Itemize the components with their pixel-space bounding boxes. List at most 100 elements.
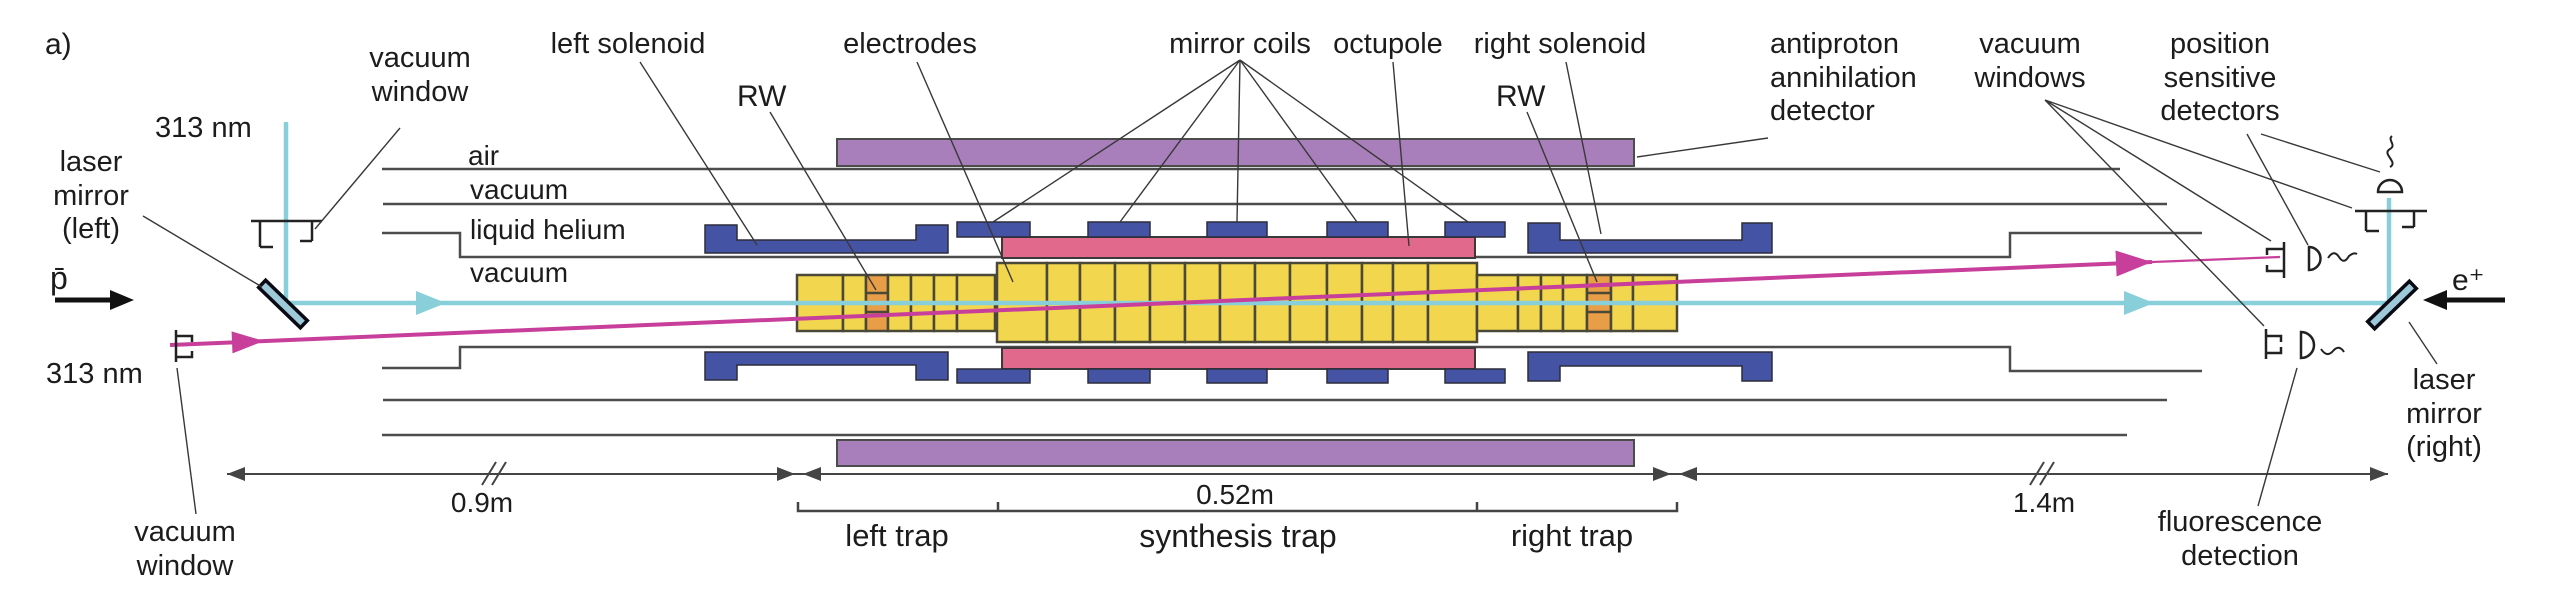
octupole-bars xyxy=(1001,236,1476,370)
mirror-coil xyxy=(1444,221,1506,238)
laser-mirror-left xyxy=(256,277,310,331)
dim-arrow-left-end xyxy=(227,467,245,481)
panel-tag: a) xyxy=(45,28,72,61)
fluorescence-label: fluorescence detection xyxy=(2157,506,2323,572)
solenoids xyxy=(704,222,1773,382)
dimension-09m: 0.9m xyxy=(450,487,514,518)
electrodes-label: electrodes xyxy=(843,28,977,60)
vacuum-windows-label: vacuum windows xyxy=(1974,28,2086,94)
octupole-label: octupole xyxy=(1333,28,1443,60)
detector-bar-top xyxy=(836,138,1635,167)
layer-vacuum-outer-label: vacuum xyxy=(470,174,569,205)
leader-right-solenoid xyxy=(1565,61,1602,235)
mirror-coil xyxy=(1444,368,1506,384)
leader-position-detectors xyxy=(2246,133,2381,246)
laser-mirror-right xyxy=(2365,278,2419,332)
dim-arrow-right-end xyxy=(2370,467,2388,481)
pbar-label: p̄ xyxy=(50,260,68,296)
cyan-beam-arrow-right xyxy=(2124,291,2154,315)
vacuum-window-beam-right-icon xyxy=(2265,242,2286,278)
position-detector-icon xyxy=(2307,245,2322,272)
layer-vacuum-inner-label: vacuum xyxy=(470,257,569,288)
vacuum-window-symbols xyxy=(174,209,2427,362)
vacuum-window-top-right-icon xyxy=(2355,209,2427,233)
eplus-label: e⁺ xyxy=(2452,264,2485,297)
vacuum-window-bottom-left-icon xyxy=(174,330,194,362)
left-solenoid-label: left solenoid xyxy=(550,28,706,60)
rw-right-label: RW xyxy=(1496,80,1546,113)
leader-octupole xyxy=(1392,61,1410,247)
laser-beam-cyan xyxy=(283,122,2392,315)
leader-lines xyxy=(142,59,2438,515)
leader-vacuum-window-bottom xyxy=(176,367,197,515)
mirror-coil xyxy=(1206,221,1268,238)
leader-laser-mirror-left xyxy=(142,215,263,288)
left-solenoid-bottom xyxy=(704,351,949,381)
leader-rw-left xyxy=(769,111,877,291)
leader-laser-mirror-right xyxy=(2408,321,2438,365)
vacuum-window-fluorescence-icon xyxy=(2264,329,2283,359)
mirror-coil xyxy=(1326,368,1389,384)
laser-beam-magenta xyxy=(169,250,2281,354)
leader-fluorescence xyxy=(2257,367,2298,507)
mirror-coil xyxy=(956,368,1031,384)
top-detector-dome-icon xyxy=(2376,178,2404,194)
mirror-coil xyxy=(1087,221,1151,238)
layer-liquid-helium-label: liquid helium xyxy=(470,214,626,245)
right-solenoid-top xyxy=(1527,222,1773,254)
layer-air-label: air xyxy=(468,140,500,171)
dimension-14m: 1.4m xyxy=(2012,487,2076,518)
right-trap-label: right trap xyxy=(1510,518,1634,553)
laser-mirror-right-label: laser mirror (right) xyxy=(2406,364,2482,464)
particle-arrows xyxy=(55,290,2505,310)
trap-region-bracket xyxy=(796,502,1679,513)
position-detectors-label: position sensitive detectors xyxy=(2160,28,2280,128)
pbar-arrowhead xyxy=(110,290,134,310)
rw-left-label: RW xyxy=(737,80,787,113)
magenta-arrow-large xyxy=(2115,250,2152,277)
wavelength-top-label: 313 nm xyxy=(155,112,252,144)
left-trap-label: left trap xyxy=(845,518,949,553)
mirror-coil xyxy=(1206,368,1268,384)
fluorescence-detector-icon xyxy=(2299,330,2316,360)
wavelength-bottom-label: 313 nm xyxy=(46,358,143,390)
mirror-coil xyxy=(1326,221,1389,238)
dim-arrow-052-right xyxy=(1653,467,1671,481)
dim-break-right xyxy=(2029,461,2055,486)
leader-left-solenoid xyxy=(639,61,758,246)
fluorescence-detector-cable xyxy=(2320,346,2345,355)
cyan-beam-arrow-left xyxy=(416,291,446,315)
dim-arrow-09-right xyxy=(777,467,795,481)
leader-vacuum-windows-fan xyxy=(2044,99,2353,327)
detector-symbols xyxy=(2299,135,2404,360)
octupole-bar-bottom xyxy=(1001,347,1476,370)
leader-electrodes xyxy=(916,61,1014,283)
right-solenoid-label: right solenoid xyxy=(1473,28,1647,60)
vacuum-window-top-left-icon xyxy=(251,219,322,249)
annihilation-detector-label: antiproton annihilation detector xyxy=(1770,28,1917,128)
leader-annihilation-detector xyxy=(1636,137,1769,158)
vacuum-window-top-label: vacuum window xyxy=(369,42,471,108)
magenta-arrow-small xyxy=(231,331,264,354)
dim-arrow-052-left xyxy=(803,467,821,481)
mirror-coil xyxy=(1087,368,1151,384)
vacuum-window-bottom-label: vacuum window xyxy=(134,516,236,582)
eplus-arrowhead xyxy=(2423,290,2447,310)
leader-rw-right xyxy=(1526,111,1598,283)
dim-arrow-14-left xyxy=(1679,467,1697,481)
detector-bar-bottom xyxy=(836,439,1635,467)
right-solenoid-bottom xyxy=(1527,351,1773,382)
laser-mirror-left-label: laser mirror (left) xyxy=(53,146,129,246)
leader-mirror-coils-fan xyxy=(992,59,1469,223)
dimension-052m: 0.52m xyxy=(1196,479,1274,510)
annihilation-detector-bars xyxy=(836,138,1635,467)
synthesis-trap-label: synthesis trap xyxy=(1139,518,1337,554)
dimension-line xyxy=(227,461,2388,486)
mirror-coils-group xyxy=(956,221,1506,384)
octupole-bar-top xyxy=(1001,236,1476,259)
top-detector-cable xyxy=(2386,135,2394,168)
position-detector-cable xyxy=(2327,252,2358,262)
mirror-coil xyxy=(956,221,1031,238)
